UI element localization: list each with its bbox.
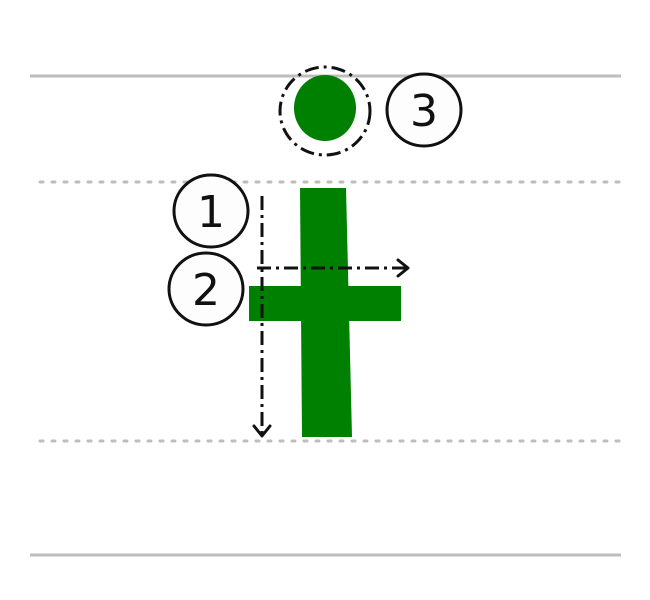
stroke-3-number: 3 bbox=[410, 86, 438, 137]
stroke-3-badge: 3 bbox=[385, 72, 463, 148]
stroke-1-number: 1 bbox=[197, 187, 225, 238]
stroke-1-badge: 1 bbox=[172, 173, 250, 249]
stroke-3-dot-outline bbox=[278, 65, 372, 157]
letter-dot bbox=[294, 75, 356, 141]
stroke-2-badge: 2 bbox=[167, 251, 245, 327]
letter-crossbar bbox=[249, 286, 401, 321]
stroke-2-number: 2 bbox=[192, 265, 220, 316]
